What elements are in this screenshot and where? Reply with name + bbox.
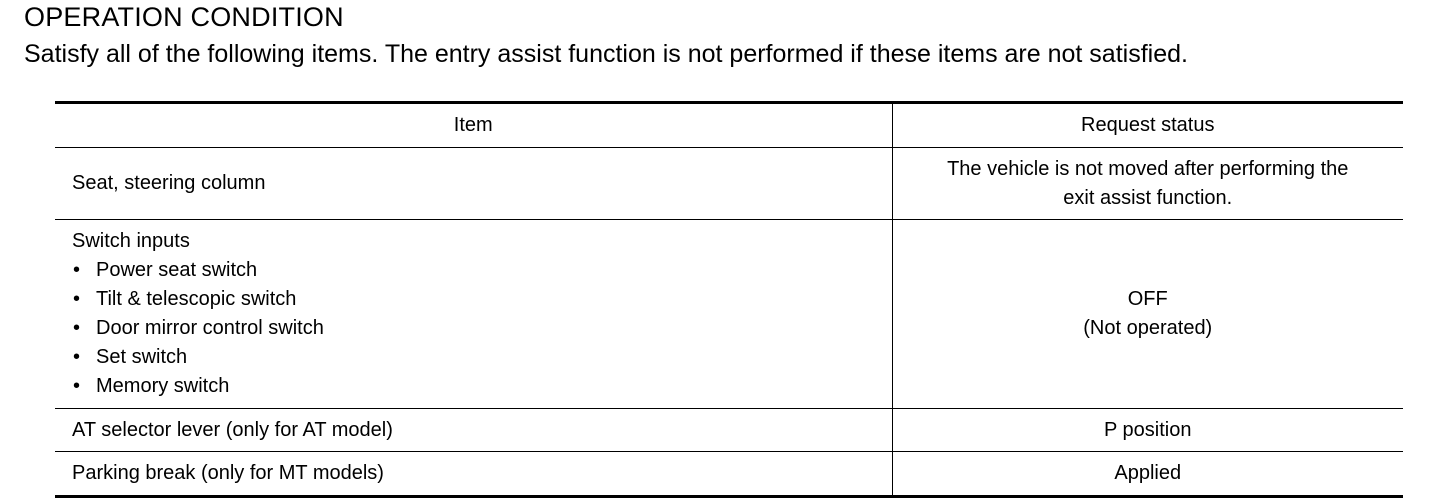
item-label: Switch inputs — [72, 230, 190, 252]
bullet-icon: • — [73, 346, 81, 368]
list-item-label: Set switch — [96, 346, 188, 368]
bullet-icon: • — [73, 288, 81, 310]
list-item: • Memory switch — [72, 372, 892, 401]
table-header-row: Item Request status — [55, 101, 1403, 148]
table-row: Parking break (only for MT models) Appli… — [55, 451, 1403, 498]
column-header-item: Item — [55, 101, 892, 148]
list-item-label: Door mirror control switch — [96, 317, 324, 339]
request-status-cell: The vehicle is not moved after performin… — [891, 147, 1403, 220]
column-header-request-status: Request status — [891, 101, 1403, 148]
bullet-icon: • — [73, 375, 81, 397]
intro-text: Satisfy all of the following items. The … — [24, 40, 1188, 68]
status-line: exit assist function. — [1063, 186, 1233, 209]
list-item: • Tilt & telescopic switch — [72, 285, 892, 314]
table-row: Seat, steering column The vehicle is not… — [55, 147, 1403, 220]
status-line: OFF — [1127, 288, 1168, 310]
item-cell: AT selector lever (only for AT model) — [55, 408, 892, 452]
list-item: • Power seat switch — [72, 256, 892, 285]
list-item-label: Tilt & telescopic switch — [96, 288, 297, 310]
table-row: AT selector lever (only for AT model) P … — [55, 408, 1403, 452]
page-heading: OPERATION CONDITION — [24, 2, 344, 32]
status-line: The vehicle is not moved after performin… — [947, 157, 1349, 180]
table-row: Switch inputs • Power seat switch • Tilt &… — [55, 219, 1403, 409]
bullet-icon: • — [73, 317, 81, 339]
operation-condition-table: Item Request status Seat, steering colum… — [55, 101, 1403, 498]
request-status-cell: OFF (Not operated) — [891, 219, 1403, 409]
request-status-cell: P position — [891, 408, 1403, 452]
bullet-icon: • — [73, 259, 81, 281]
list-item-label: Power seat switch — [96, 259, 258, 281]
request-status-cell: Applied — [891, 451, 1403, 498]
list-item: • Door mirror control switch — [72, 314, 892, 343]
status-line: (Not operated) — [1083, 317, 1213, 339]
item-cell: Seat, steering column — [55, 147, 892, 220]
item-cell: Switch inputs • Power seat switch • Tilt &… — [55, 219, 892, 409]
list-item: • Set switch — [72, 343, 892, 372]
list-item-label: Memory switch — [96, 375, 230, 397]
item-cell: Parking break (only for MT models) — [55, 451, 892, 498]
